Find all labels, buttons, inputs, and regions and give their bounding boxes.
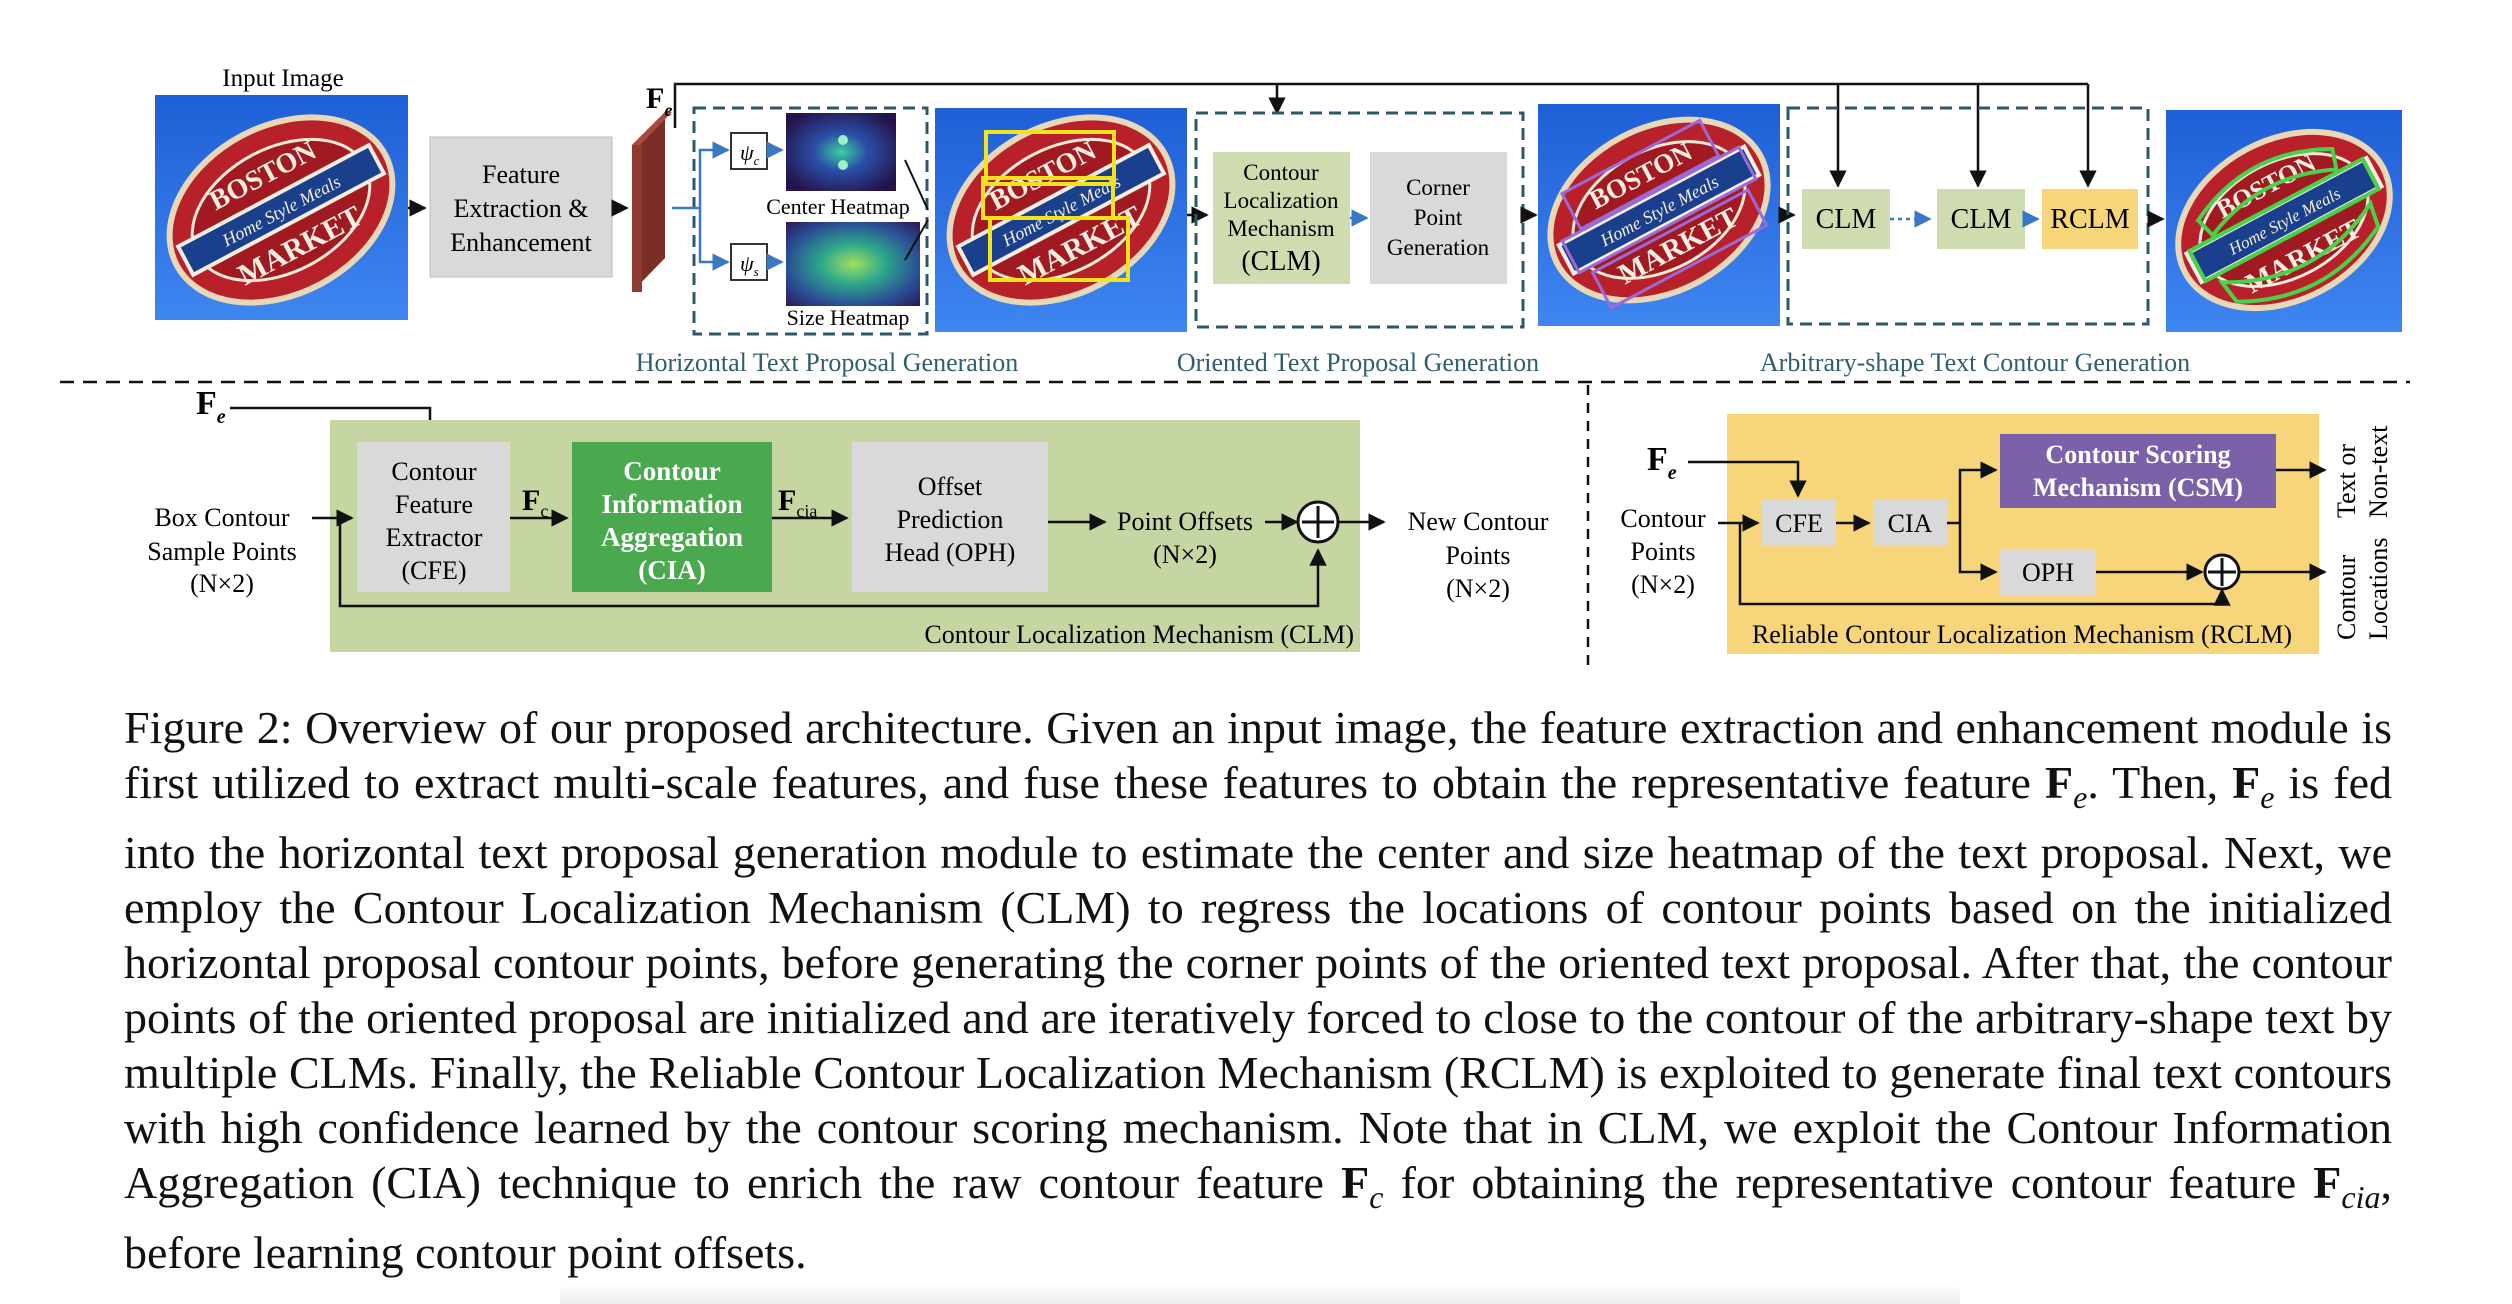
fcia-label: Fcia: [778, 484, 817, 521]
csm-line2: Mechanism (CSM): [2033, 473, 2243, 502]
text-nontext-output: Text or Non-text: [2332, 425, 2393, 518]
psi-c-label: ψc: [740, 140, 760, 168]
clm-input-line2: Sample Points: [147, 537, 297, 566]
architecture-figure: Input Image BOSTON Home Style Meals MARK…: [60, 65, 2410, 670]
svg-text:Locations: Locations: [2364, 537, 2393, 640]
clm-block-1-label: CLM: [1816, 204, 1877, 235]
corner-point-box: [1370, 152, 1507, 284]
size-heatmap-label: Size Heatmap: [787, 305, 910, 330]
psi-s-label: ψs: [740, 251, 759, 279]
final-contour-image: BOSTON Home Style Meals MARKET: [2166, 110, 2402, 332]
cia-line4: (CIA): [638, 555, 706, 585]
offsets-line1: Point Offsets: [1117, 507, 1253, 536]
contour-locations-output: Contour Locations: [2332, 537, 2393, 640]
clm-detail-title: Contour Localization Mechanism (CLM): [924, 620, 1354, 649]
input-image-label: Input Image: [222, 65, 343, 92]
new-contour-line3: (N×2): [1446, 574, 1510, 603]
clm-box-line2: Localization: [1224, 188, 1339, 213]
csm-line1: Contour Scoring: [2045, 440, 2230, 469]
figure-caption: Figure 2: Overview of our proposed archi…: [124, 702, 2393, 1279]
clm-box-line4: (CLM): [1241, 246, 1320, 277]
svg-text:Contour: Contour: [2332, 554, 2361, 640]
fc-label: Fc: [522, 484, 548, 521]
rclm-input-line3: (N×2): [1631, 570, 1695, 599]
cfe-line2: Feature: [395, 490, 473, 519]
rclm-input-line1: Contour: [1620, 504, 1706, 533]
svg-text:Non-text: Non-text: [2364, 425, 2393, 518]
rclm-oph-label: OPH: [2022, 558, 2074, 587]
stage3-label: Arbitrary-shape Text Contour Generation: [1760, 348, 2190, 377]
oph-line2: Prediction: [897, 505, 1004, 534]
stage1-label: Horizontal Text Proposal Generation: [636, 348, 1019, 377]
rclm-oph-box: [2000, 549, 2096, 595]
math-fe-2: Fe: [2232, 757, 2275, 816]
page-bottom-shadow: [560, 1284, 1960, 1304]
feature-box-line2: Extraction &: [453, 194, 588, 223]
csm-box: [2000, 434, 2276, 508]
horizontal-proposal-image: BOSTON Home Style Meals MARKET: [935, 108, 1187, 332]
center-heatmap-label: Center Heatmap: [766, 194, 910, 219]
corner-box-line3: Generation: [1387, 235, 1490, 260]
clm-fe-label: Fe: [196, 385, 226, 428]
cfe-line1: Contour: [391, 457, 477, 486]
math-fc: Fc: [1341, 1157, 1384, 1216]
center-heatmap-image: [786, 113, 896, 191]
clm-block-2: [1937, 189, 2025, 249]
clm-box: [1213, 152, 1350, 284]
rclm-detail-title: Reliable Contour Localization Mechanism …: [1752, 620, 2292, 649]
fe-feature-block: [632, 112, 672, 292]
cia-box: [572, 442, 772, 592]
cfe-box: [357, 442, 510, 592]
clm-sum-node: [1296, 500, 1340, 544]
new-contour-line1: New Contour: [1408, 507, 1549, 536]
feature-box-line3: Enhancement: [450, 228, 592, 257]
rclm-fe-label: Fe: [1647, 441, 1677, 484]
cia-line2: Information: [602, 489, 743, 519]
math-fe-1: Fe: [2045, 757, 2088, 816]
rclm-cfe-label: CFE: [1775, 509, 1823, 538]
corner-box-line1: Corner: [1406, 175, 1470, 200]
cia-line3: Aggregation: [601, 522, 743, 552]
cfe-line4: (CFE): [402, 556, 467, 585]
rclm-cia-box: [1873, 500, 1947, 546]
oriented-proposal-stage: [1194, 111, 1525, 329]
rclm-block: [2042, 189, 2138, 249]
cia-line1: Contour: [623, 456, 721, 486]
offsets-line2: (N×2): [1153, 540, 1217, 569]
oriented-proposal-image: BOSTON Home Style Meals MARKET: [1538, 104, 1780, 326]
oph-line3: Head (OPH): [885, 538, 1016, 567]
rclm-cia-label: CIA: [1888, 509, 1933, 538]
feature-box-line1: Feature: [482, 160, 560, 189]
corner-box-line2: Point: [1414, 205, 1463, 230]
input-image: BOSTON Home Style Meals MARKET: [155, 95, 408, 320]
oph-line1: Offset: [918, 472, 983, 501]
rclm-block-label: RCLM: [2050, 204, 2129, 235]
psi-s-box: [730, 243, 768, 281]
math-fcia: Fcia: [2313, 1157, 2381, 1216]
rclm-input-line2: Points: [1630, 537, 1695, 566]
rclm-sum-node: [2203, 553, 2241, 591]
size-heatmap-image: [786, 222, 920, 306]
clm-block-2-label: CLM: [1951, 204, 2012, 235]
clm-block-1: [1802, 189, 1890, 249]
feature-extraction-box: [429, 136, 613, 278]
stage2-label: Oriented Text Proposal Generation: [1177, 348, 1539, 377]
clm-input-line3: (N×2): [190, 569, 254, 598]
oph-box: [852, 442, 1048, 592]
clm-box-line3: Mechanism: [1227, 216, 1334, 241]
clm-input-line1: Box Contour: [154, 503, 289, 532]
new-contour-line2: Points: [1445, 541, 1510, 570]
fe-label-top: Fe: [646, 82, 672, 120]
clm-box-line1: Contour: [1243, 160, 1319, 185]
cfe-line3: Extractor: [386, 523, 483, 552]
svg-text:Text or: Text or: [2332, 444, 2361, 518]
rclm-cfe-box: [1762, 500, 1836, 546]
